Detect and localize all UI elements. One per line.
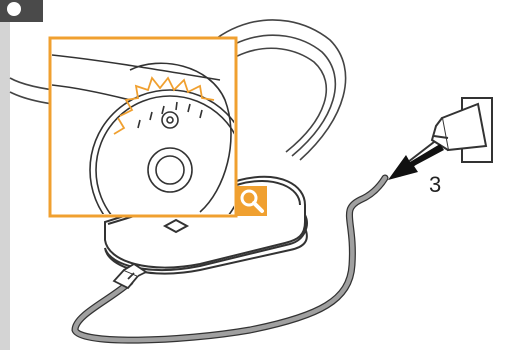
magnifier-icon: [237, 186, 267, 216]
magnifier-badge: [237, 186, 267, 216]
step-number: 3: [429, 174, 441, 196]
